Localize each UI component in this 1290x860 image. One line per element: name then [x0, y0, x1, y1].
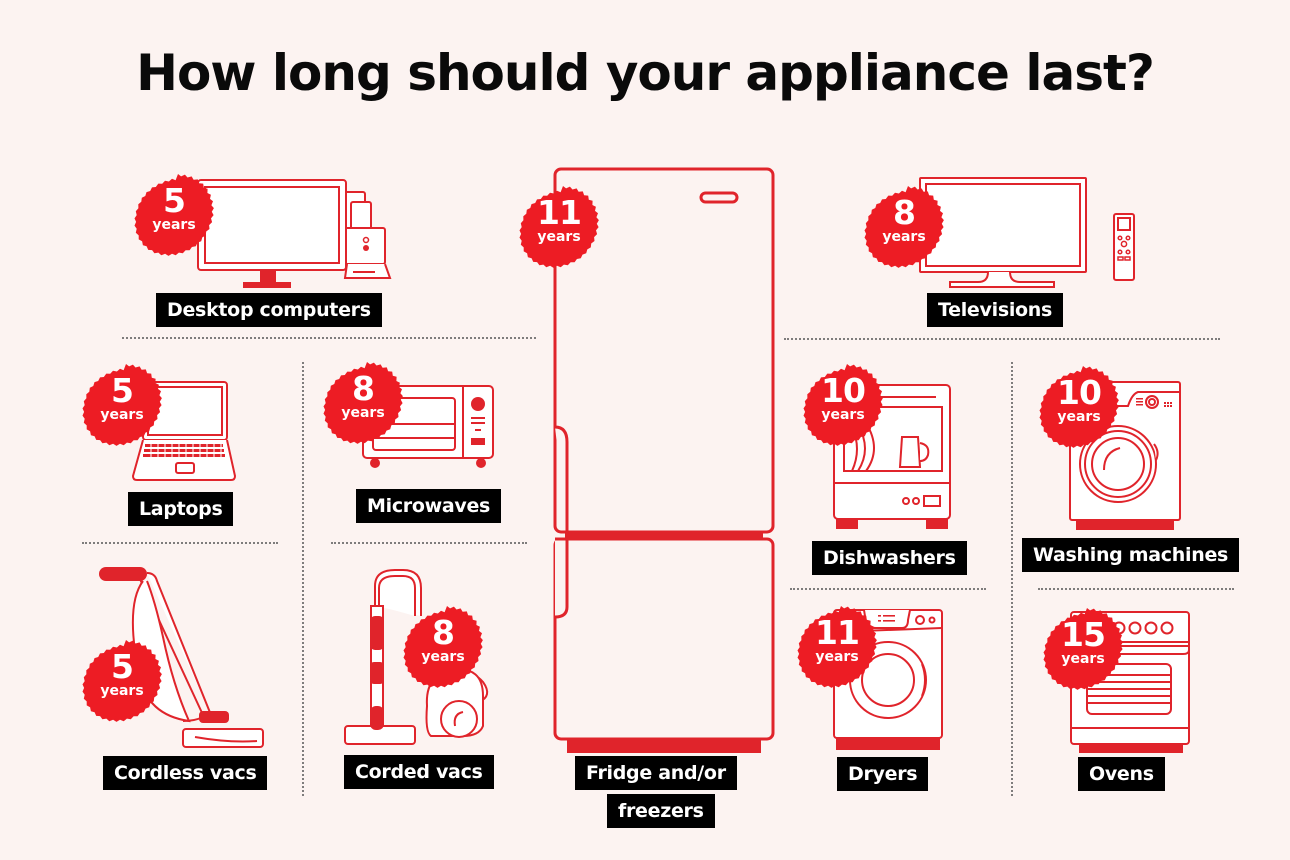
desktop-computer-icon — [197, 179, 392, 288]
appliance-label: Cordless vacs — [103, 756, 268, 790]
appliance-label: Dishwashers — [812, 541, 967, 575]
lifespan-years: 5 — [163, 181, 186, 220]
lifespan-unit: years — [341, 405, 385, 421]
appliance-label-line2: freezers — [607, 794, 715, 828]
page-title: How long should your appliance last? — [136, 44, 1155, 102]
lifespan-unit: years — [152, 217, 196, 233]
lifespan-badge: 5 years — [134, 174, 214, 256]
lifespan-badge: 5 years — [82, 364, 162, 446]
lifespan-years: 11 — [815, 613, 860, 652]
lifespan-badge: 10 years — [803, 364, 883, 446]
appliance-label-line1: Fridge and/or — [575, 756, 737, 790]
corded-vacuum-icon — [344, 569, 489, 745]
television-icon — [919, 177, 1135, 288]
appliance-label: Desktop computers — [156, 293, 382, 327]
divider — [784, 338, 1220, 340]
appliance-label: Corded vacs — [344, 755, 494, 789]
lifespan-years: 10 — [821, 371, 866, 410]
appliance-label: Washing machines — [1022, 538, 1240, 572]
lifespan-years: 8 — [893, 193, 916, 232]
lifespan-badge: 11 years — [519, 186, 599, 268]
lifespan-unit: years — [1057, 409, 1101, 425]
appliance-label: Dryers — [837, 757, 929, 791]
divider — [82, 542, 278, 544]
divider — [122, 337, 536, 339]
lifespan-badge: 8 years — [403, 606, 483, 688]
lifespan-badge: 10 years — [1039, 366, 1119, 448]
divider — [1011, 362, 1013, 796]
appliance-label: Laptops — [128, 492, 234, 526]
lifespan-years: 8 — [432, 613, 455, 652]
lifespan-years: 11 — [537, 193, 582, 232]
lifespan-unit: years — [1061, 651, 1105, 667]
laptop-icon — [131, 381, 237, 481]
lifespan-years: 15 — [1061, 615, 1106, 654]
divider — [790, 588, 986, 590]
lifespan-badge: 15 years — [1043, 608, 1123, 690]
lifespan-unit: years — [821, 407, 865, 423]
divider — [302, 362, 304, 796]
lifespan-unit: years — [421, 649, 465, 665]
lifespan-unit: years — [882, 229, 926, 245]
lifespan-unit: years — [100, 407, 144, 423]
divider — [331, 542, 527, 544]
lifespan-years: 8 — [352, 369, 375, 408]
lifespan-unit: years — [537, 229, 581, 245]
lifespan-years: 5 — [111, 371, 134, 410]
lifespan-unit: years — [100, 683, 144, 699]
lifespan-unit: years — [815, 649, 859, 665]
appliance-label: Ovens — [1078, 757, 1165, 791]
lifespan-badge: 11 years — [797, 606, 877, 688]
divider — [1038, 588, 1234, 590]
lifespan-years: 10 — [1057, 373, 1102, 412]
lifespan-badge: 5 years — [82, 640, 162, 722]
lifespan-badge: 8 years — [864, 186, 944, 268]
lifespan-years: 5 — [111, 647, 134, 686]
lifespan-badge: 8 years — [323, 362, 403, 444]
appliance-label: Microwaves — [356, 489, 502, 523]
appliance-label: Televisions — [927, 293, 1064, 327]
fridge-icon — [553, 167, 775, 753]
